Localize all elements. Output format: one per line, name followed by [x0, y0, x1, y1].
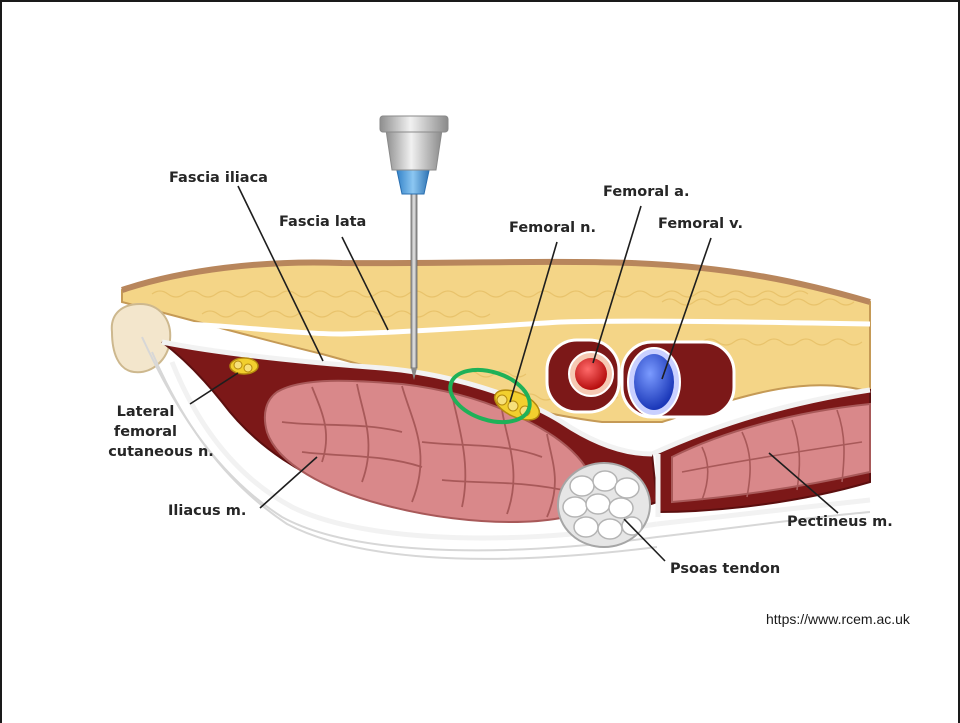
label-lfcn-line-3: cutaneous n. [108, 444, 214, 460]
label-fascia-iliaca: Fascia iliaca [169, 170, 268, 186]
femoral-artery [575, 358, 607, 390]
label-femoral-a: Femoral a. [603, 184, 689, 200]
label-lfcn-line-1: Lateral [117, 404, 175, 420]
label-fascia-lata: Fascia lata [279, 214, 366, 230]
label-iliacus-m: Iliacus m. [168, 503, 246, 519]
label-femoral-n: Femoral n. [509, 220, 596, 236]
label-pectineus-m: Pectineus m. [787, 514, 893, 530]
label-femoral-v: Femoral v. [658, 216, 743, 232]
label-psoas-tendon: Psoas tendon [670, 561, 780, 577]
iliac-spine-bone [112, 304, 170, 372]
psoas-tendon [558, 463, 650, 547]
lateral-femoral-cutaneous-nerve [230, 358, 258, 374]
label-lfcn-line-2: femoral [114, 424, 177, 440]
source-url-credit: https://www.rcem.ac.uk [766, 611, 910, 627]
